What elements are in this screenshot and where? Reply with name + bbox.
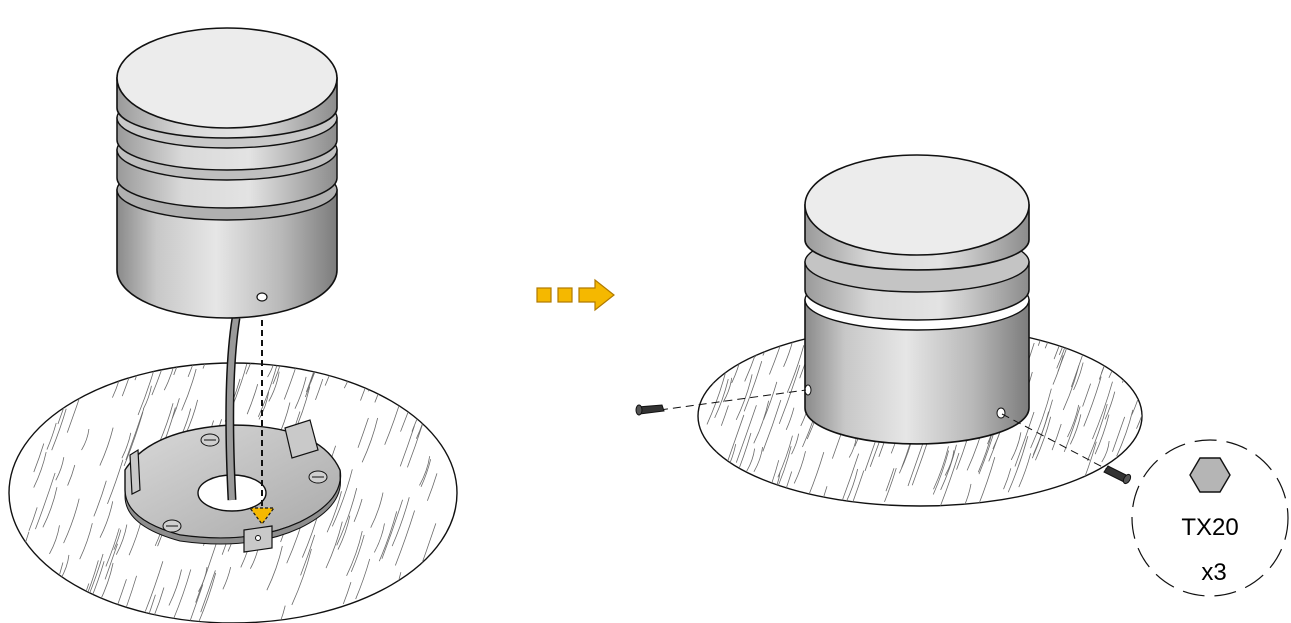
luminaire-right bbox=[804, 154, 1030, 445]
hexagon-bit-icon bbox=[1189, 457, 1231, 493]
mounting-bracket bbox=[129, 448, 141, 495]
screw-icon bbox=[1103, 465, 1132, 485]
screw-hole bbox=[996, 407, 1006, 419]
callout-circle bbox=[1131, 439, 1289, 597]
tool-quantity-label: x3 bbox=[1201, 559, 1226, 586]
screw-guide-line bbox=[659, 389, 807, 411]
tool-callout: TX20 x3 bbox=[1131, 439, 1289, 597]
next-step-arrow-icon bbox=[536, 278, 615, 312]
screw-guide-line bbox=[1001, 413, 1113, 473]
tool-bit-label: TX20 bbox=[1181, 514, 1238, 541]
mounting-bracket bbox=[284, 419, 319, 459]
plate-screw bbox=[200, 433, 220, 447]
plate-screw bbox=[308, 470, 328, 484]
plate-screw bbox=[162, 519, 182, 533]
screw-icon bbox=[635, 404, 665, 416]
luminaire-left bbox=[116, 27, 338, 319]
screw-hole bbox=[256, 292, 268, 302]
down-arrow-icon bbox=[248, 507, 276, 525]
